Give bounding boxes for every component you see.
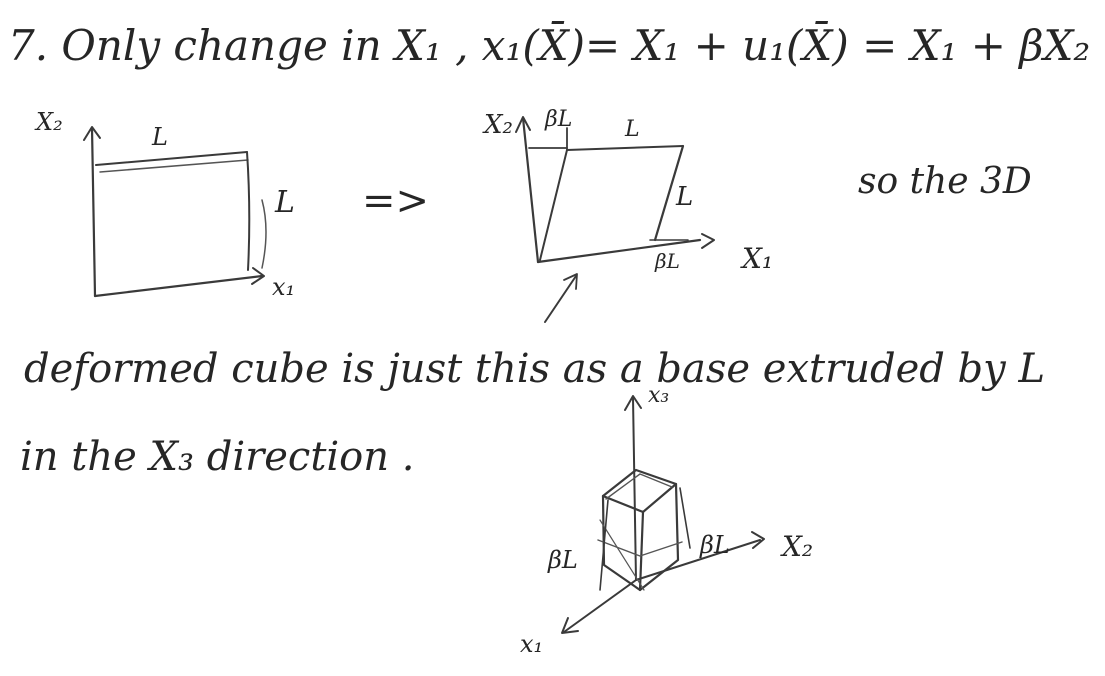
deformed-cube-diagram: x₃ X₂ x₁ βL βL <box>520 383 813 658</box>
sheared-square-diagram: X₂ βL L L βL X₁ <box>482 107 773 323</box>
sheared-top-offset-label: βL <box>544 107 572 132</box>
implies-arrow: => <box>362 178 429 224</box>
left-square-top-side-label: L <box>151 123 168 151</box>
left-square-right-side-label: L <box>274 185 295 220</box>
sheared-bottom-offset-label: βL <box>654 249 680 273</box>
header-equation-line: 7. Only change in X₁ , x₁(X̄)= X₁ + u₁(X… <box>8 19 1105 70</box>
cube-right-offset-label: βL <box>699 531 730 559</box>
side-note-text: so the 3D <box>858 161 1032 202</box>
sentence-line-1: deformed cube is just this as a base ext… <box>24 346 1045 392</box>
cube-left-offset-label: βL <box>547 546 578 574</box>
sheared-horizontal-axis-label: X₁ <box>740 242 773 275</box>
sentence-line-2: in the X₃ direction . <box>20 434 414 480</box>
cube-axis-up-label: x₃ <box>648 383 669 408</box>
sheared-top-side-label: L <box>624 117 640 142</box>
sheared-vertical-axis-label: X₂ <box>482 110 513 140</box>
cube-axis-left-label: x₁ <box>520 630 543 658</box>
left-square-vertical-axis-label: X₂ <box>34 108 63 136</box>
left-square-horizontal-axis-label: x₁ <box>272 273 295 301</box>
cube-axis-right-label: X₂ <box>780 530 813 563</box>
sheared-right-side-label: L <box>675 182 693 212</box>
original-square-diagram: X₂ x₁ L L <box>34 108 295 301</box>
